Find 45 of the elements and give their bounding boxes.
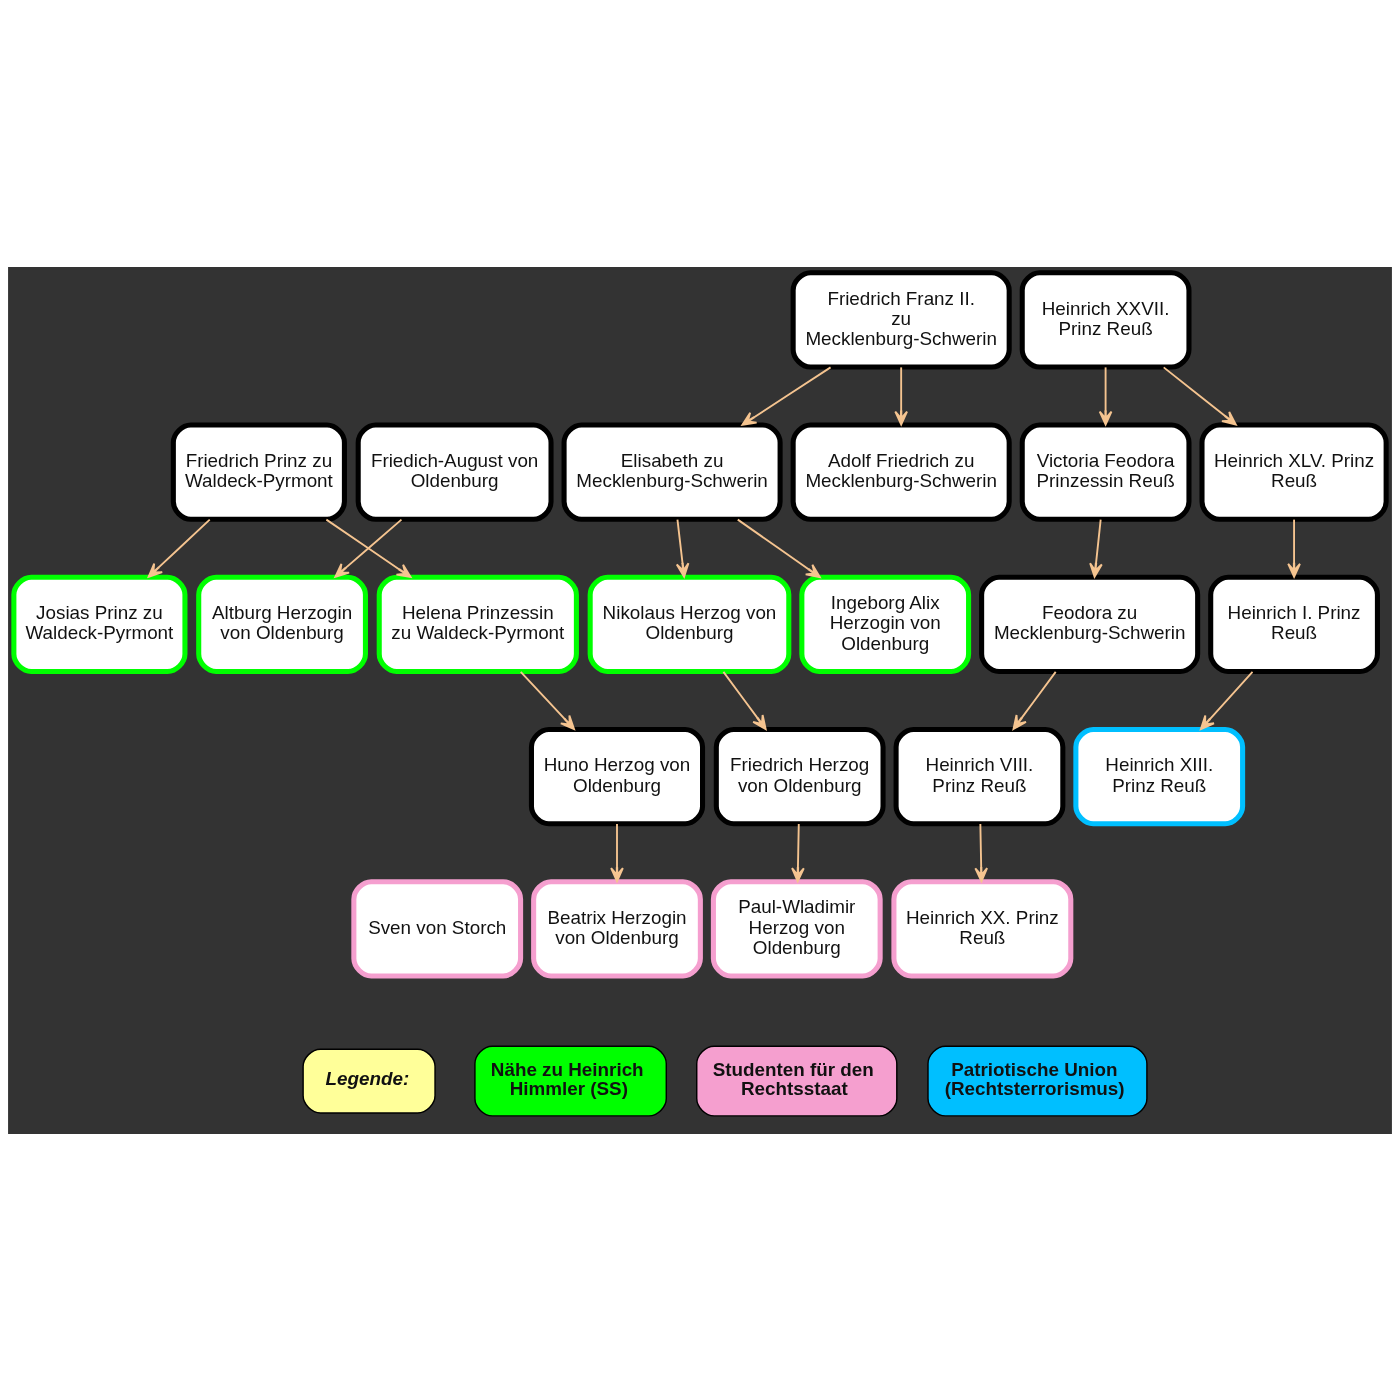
node-box: Ingeborg Alix Herzogin von Oldenburg — [799, 574, 972, 674]
node-box: Victoria Feodora Prinzessin Reuß — [1019, 422, 1192, 522]
arrow — [1287, 518, 1301, 578]
node-box: Helena Prinzessin zu Waldeck-Pyrmont — [376, 574, 579, 674]
arrow — [325, 518, 412, 578]
node-box: Friedrich Prinz zu Waldeck-Pyrmont — [170, 422, 347, 522]
node-box: Heinrich VIII. Prinz Reuß — [893, 726, 1066, 826]
node-box: Friedich-August von Oldenburg — [355, 422, 554, 522]
node-box: Sven von Storch — [351, 878, 524, 978]
arrow — [1098, 365, 1113, 425]
arrow — [610, 822, 624, 882]
arrow — [519, 670, 575, 730]
node-box: Heinrich XLV. Prinz Reuß — [1199, 422, 1389, 522]
node-box: Heinrich XX. Prinz Reuß — [891, 878, 1074, 978]
node-box: Altburg Herzogin von Oldenburg — [196, 574, 368, 674]
legend-label: Nähe zu Heinrich Himmler (SS) — [490, 1058, 644, 1099]
node-box: Elisabeth zu Mecklenburg-Schwerin — [561, 422, 783, 522]
node-box: Heinrich I. Prinz Reuß — [1208, 574, 1380, 674]
arrow — [894, 365, 908, 425]
arrow — [974, 822, 989, 882]
node-box: Heinrich XXVII. Prinz Reuß — [1019, 269, 1192, 370]
node-box: Josias Prinz zu Waldeck-Pyrmont — [11, 574, 188, 674]
arrow — [791, 822, 805, 882]
node-box: Feodora zu Mecklenburg-Schwerin — [979, 574, 1201, 674]
arrow — [147, 518, 211, 578]
arrow — [334, 518, 403, 578]
node-box: Friedrich Franz II. zu Mecklenburg-Schwerin — [790, 269, 1012, 370]
arrow — [1199, 670, 1254, 730]
legend-label: Patriotische Union (Rechtsterrorismus) — [944, 1058, 1125, 1099]
arrow — [741, 365, 832, 426]
legend-label: Studenten für den Rechtsstaat — [712, 1058, 874, 1099]
node-box: Adolf Friedrich zu Mecklenburg-Schwerin — [790, 422, 1012, 522]
arrow — [1162, 365, 1237, 425]
node-box: Friedrich Herzog von Oldenburg — [713, 726, 886, 826]
node-box: Nikolaus Herzog von Oldenburg — [587, 574, 792, 674]
arrow — [675, 518, 690, 578]
node-box: Heinrich XIII. Prinz Reuß — [1073, 726, 1246, 826]
arrow — [736, 518, 821, 578]
label: Legende: — [325, 1067, 410, 1089]
arrow — [1012, 670, 1057, 730]
arrow — [1089, 518, 1103, 578]
arrow — [722, 670, 767, 730]
node-box: Huno Herzog von Oldenburg — [528, 726, 706, 826]
node-box: Paul-Wladimir Herzog von Oldenburg — [710, 878, 883, 978]
node-box: Beatrix Herzogin von Oldenburg — [531, 878, 703, 978]
